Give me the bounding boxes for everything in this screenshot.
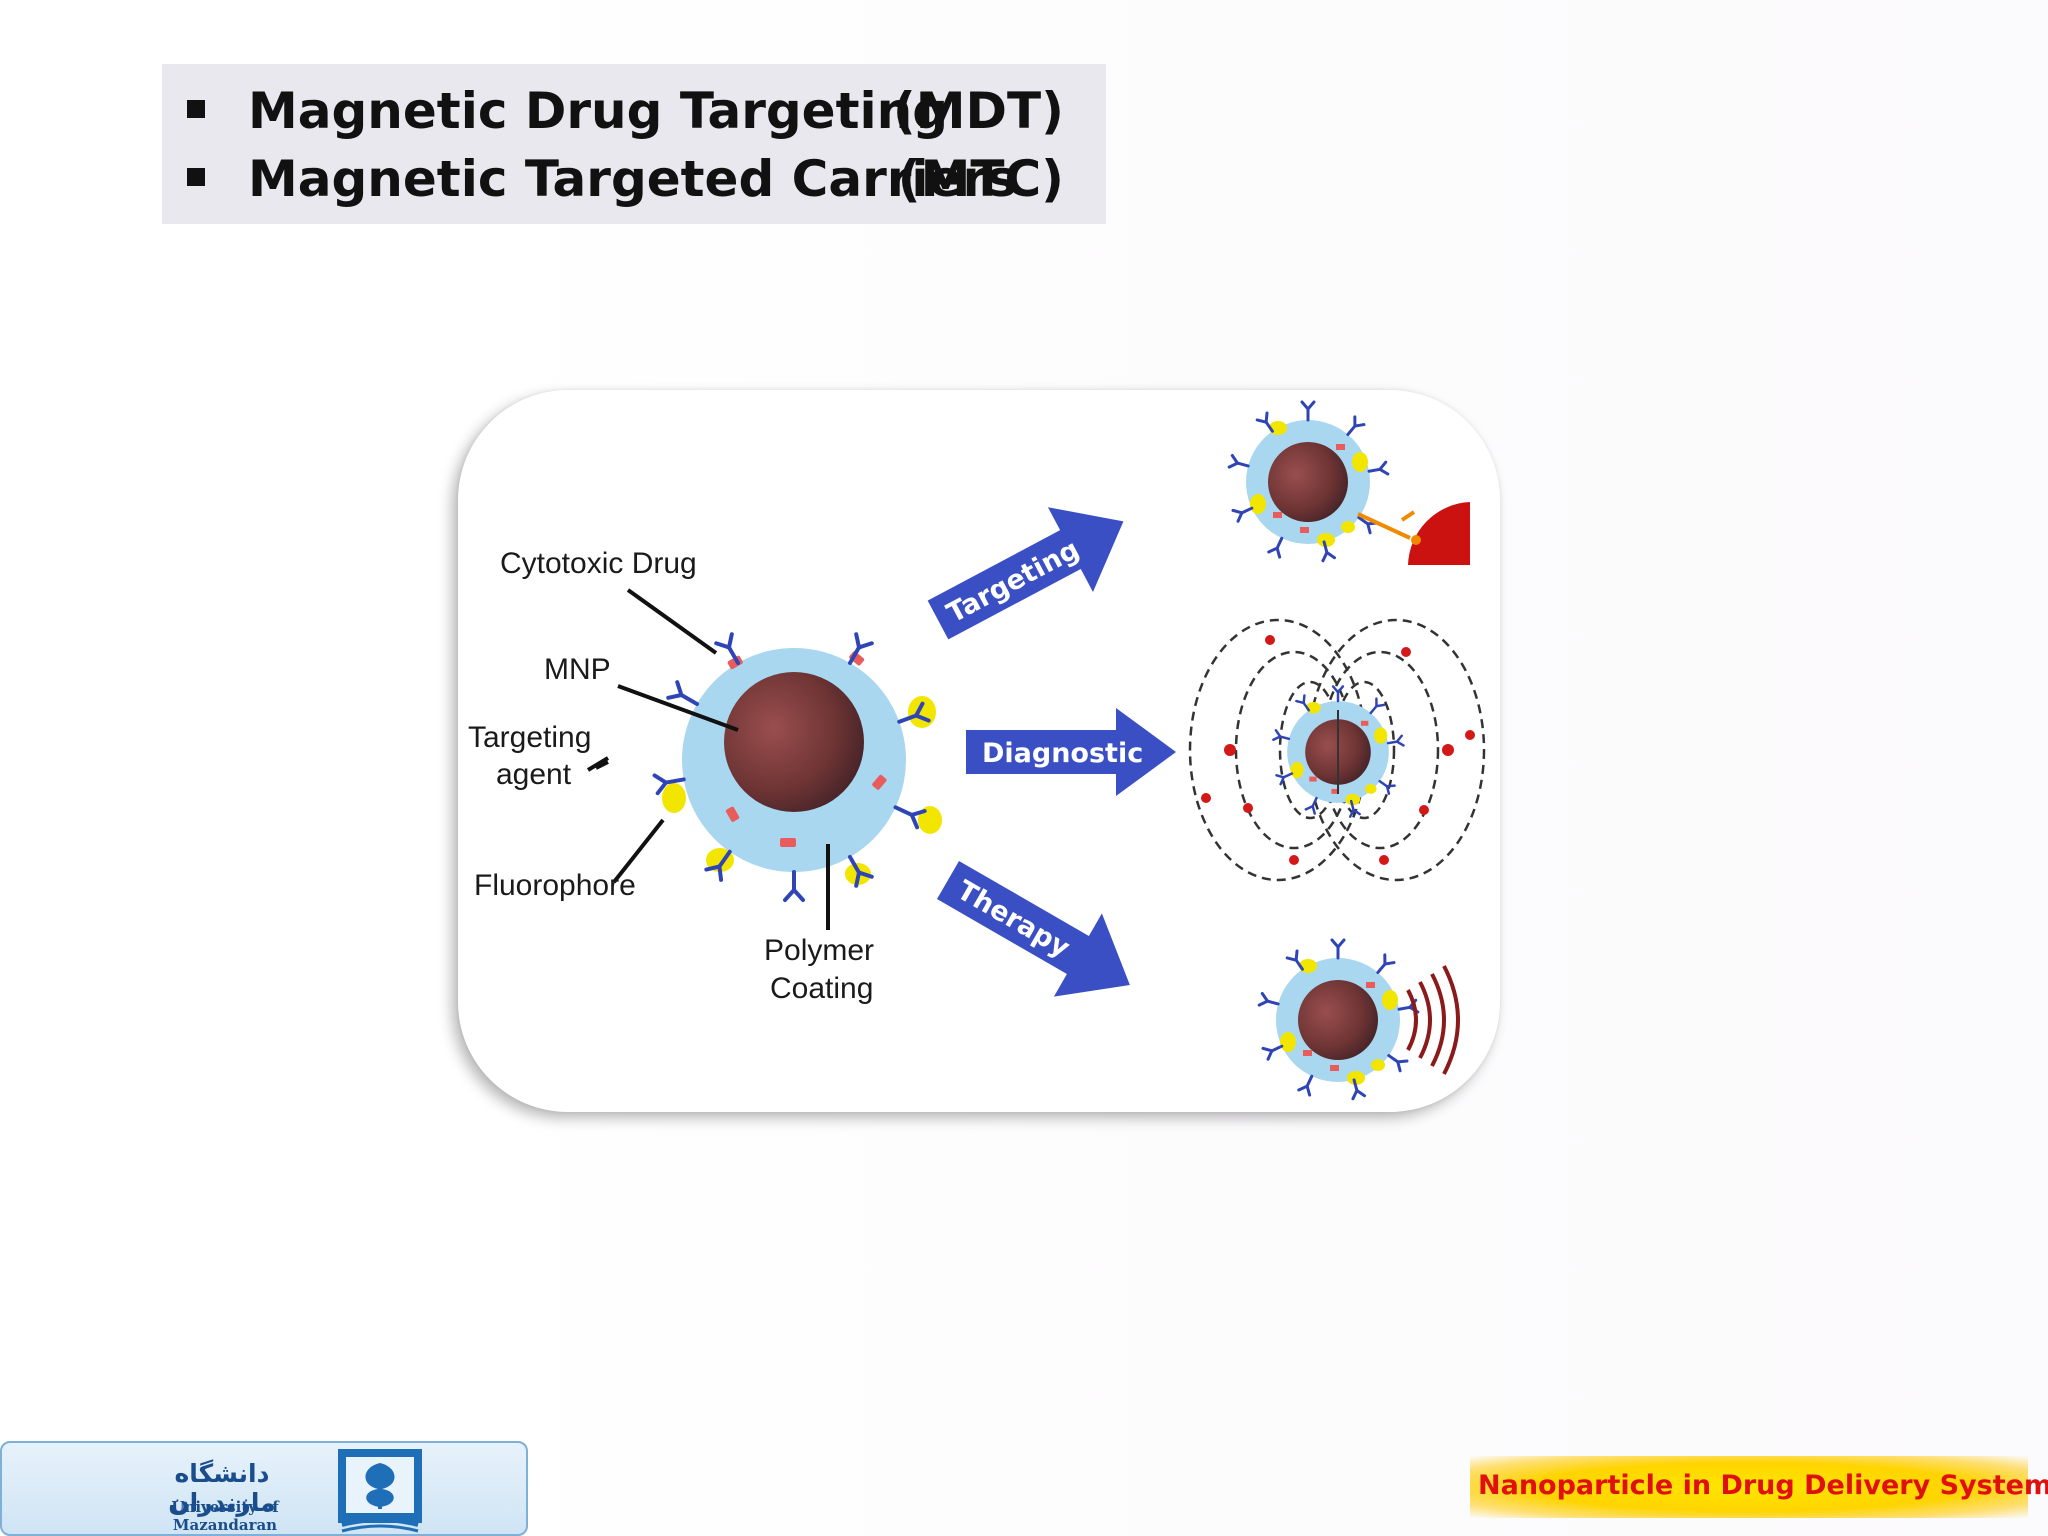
bullet-text-mdt: Magnetic Drug Targeting xyxy=(248,82,949,140)
university-logo: دانشگاه مازندران University of Mazandara… xyxy=(0,1441,528,1536)
target-cell xyxy=(1408,502,1470,565)
bullet-abbr-mtc: (MTC) xyxy=(897,150,1064,208)
arrow-targeting: Targeting xyxy=(927,507,1124,640)
nanoparticle-figure: Cytotoxic Drug MNP Targeting agent Fluor… xyxy=(458,390,1500,1112)
contrast-dots xyxy=(1201,635,1475,865)
label-polymer: Polymer xyxy=(764,934,874,967)
arrow-therapy: Therapy xyxy=(937,860,1130,997)
bullet-icon xyxy=(187,100,205,118)
therapy-particle xyxy=(1259,940,1418,1099)
label-coating: Coating xyxy=(770,972,873,1005)
arrow-diagnostic: Diagnostic xyxy=(966,708,1176,796)
nanoparticle-diagram: Cytotoxic Drug MNP Targeting agent Fluor… xyxy=(468,390,1486,1112)
course-title-badge: Nanoparticle in Drug Delivery System xyxy=(1470,1456,2048,1518)
label-cytotoxic-drug: Cytotoxic Drug xyxy=(500,547,697,580)
targeting-particle xyxy=(1229,402,1388,561)
label-targeting-agent-2: agent xyxy=(496,758,572,791)
label-fluorophore: Fluorophore xyxy=(474,869,636,902)
heat-waves xyxy=(1406,965,1460,1075)
main-nanoparticle xyxy=(652,632,942,902)
university-emblem-icon xyxy=(338,1449,422,1533)
leader-lines xyxy=(586,588,830,930)
title-box: Magnetic Drug Targeting (MDT) Magnetic T… xyxy=(162,64,1106,224)
bullet-text-mtc: Magnetic Targeted Carriers xyxy=(248,150,1017,208)
university-name-fa: دانشگاه مازندران xyxy=(168,1459,276,1517)
university-name-en: University of Mazandaran xyxy=(171,1498,279,1534)
course-title: Nanoparticle in Drug Delivery System xyxy=(1478,1470,2048,1501)
bullet-icon xyxy=(187,168,205,186)
bullet-abbr-mdt: (MDT) xyxy=(892,82,1064,140)
label-mnp: MNP xyxy=(544,653,611,686)
arrow-label-diagnostic: Diagnostic xyxy=(982,738,1143,769)
label-targeting-agent-1: Targeting xyxy=(468,721,591,754)
binding-link xyxy=(1357,510,1416,540)
